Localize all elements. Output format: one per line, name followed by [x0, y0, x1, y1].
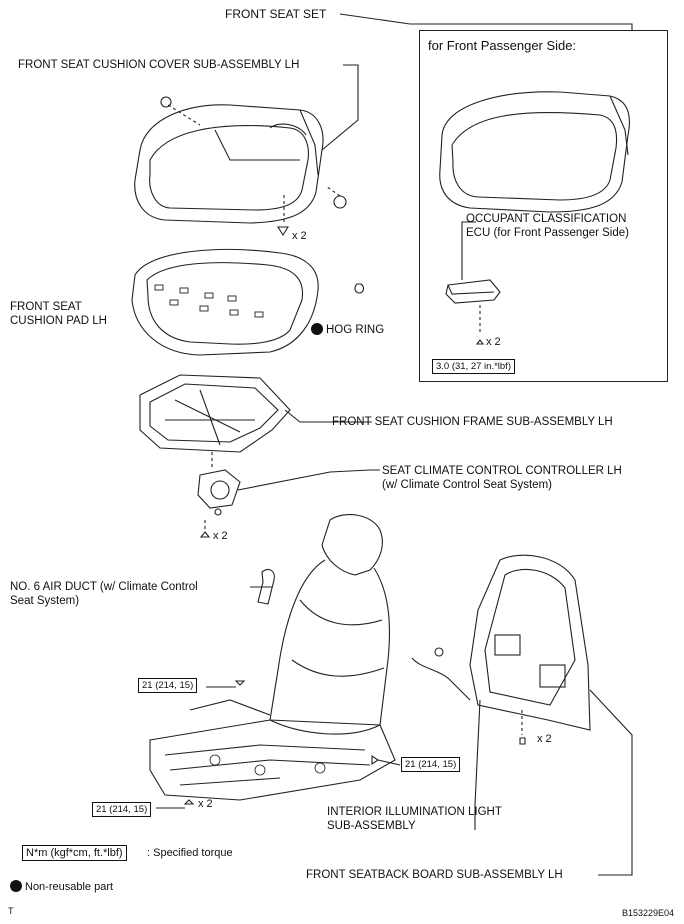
passenger-cushion-drawing	[439, 91, 630, 213]
legend-torque-desc: : Specified torque	[147, 847, 233, 859]
cushion-frame-label: FRONT SEAT CUSHION FRAME SUB-ASSEMBLY LH	[332, 416, 613, 428]
legend-non-reusable: Non-reusable part	[10, 880, 113, 893]
front-seat-set-label: FRONT SEAT SET	[225, 7, 327, 21]
cushion-pad-drawing	[131, 248, 364, 356]
climate-controller-label: SEAT CLIMATE CONTROL CONTROLLER LH (w/ C…	[382, 465, 622, 491]
legend-non-reusable-text: Non-reusable part	[25, 881, 114, 893]
cushion-cover-drawing	[134, 96, 347, 237]
figure-id: B153229E04	[622, 908, 675, 918]
illumination-light-label: INTERIOR ILLUMINATION LIGHT SUB-ASSEMBLY	[327, 806, 502, 832]
legend-dot-icon	[10, 880, 22, 892]
seat-drawing	[149, 514, 396, 805]
right-bolt-torque-box: 21 (214, 15)	[401, 757, 461, 772]
bottom-bolt-qty: x 2	[198, 798, 213, 810]
ecu-torque-box: 3.0 (31, 27 in.*lbf)	[432, 359, 515, 374]
seatback-clip-qty: x 2	[537, 733, 552, 745]
air-duct-label: NO. 6 AIR DUCT (w/ Climate Control Seat …	[10, 581, 198, 607]
seatback-board-label: FRONT SEATBACK BOARD SUB-ASSEMBLY LH	[306, 869, 563, 881]
leader-lines	[156, 13, 633, 876]
controller-screw-qty: x 2	[213, 530, 228, 542]
climate-controller-drawing	[197, 469, 241, 538]
non-reusable-dot-icon	[311, 323, 323, 335]
cushion-cover-label: FRONT SEAT CUSHION COVER SUB-ASSEMBLY LH	[18, 59, 300, 71]
cover-clip-qty: x 2	[292, 230, 307, 242]
cushion-pad-label: FRONT SEAT CUSHION PAD LH	[10, 301, 107, 327]
seatback-board-drawing	[411, 554, 591, 745]
air-duct-drawing	[257, 569, 275, 605]
bottom-bolt-torque-box: 21 (214, 15)	[92, 802, 152, 817]
occupant-ecu-label: OCCUPANT CLASSIFICATION ECU (for Front P…	[466, 213, 629, 239]
corner-left-code: T	[8, 906, 14, 916]
cushion-frame-drawing	[139, 374, 291, 468]
occupant-ecu-drawing	[445, 279, 501, 345]
hog-ring-text: HOG RING	[326, 324, 385, 336]
ecu-qty: x 2	[486, 336, 501, 348]
passenger-side-panel	[419, 30, 668, 382]
legend-torque-unit: N*m (kgf*cm, ft.*lbf)	[22, 845, 127, 861]
hog-ring-label: HOG RING	[311, 323, 384, 337]
left-bolt-torque-box: 21 (214, 15)	[138, 678, 198, 693]
passenger-panel-title: for Front Passenger Side:	[428, 38, 577, 53]
